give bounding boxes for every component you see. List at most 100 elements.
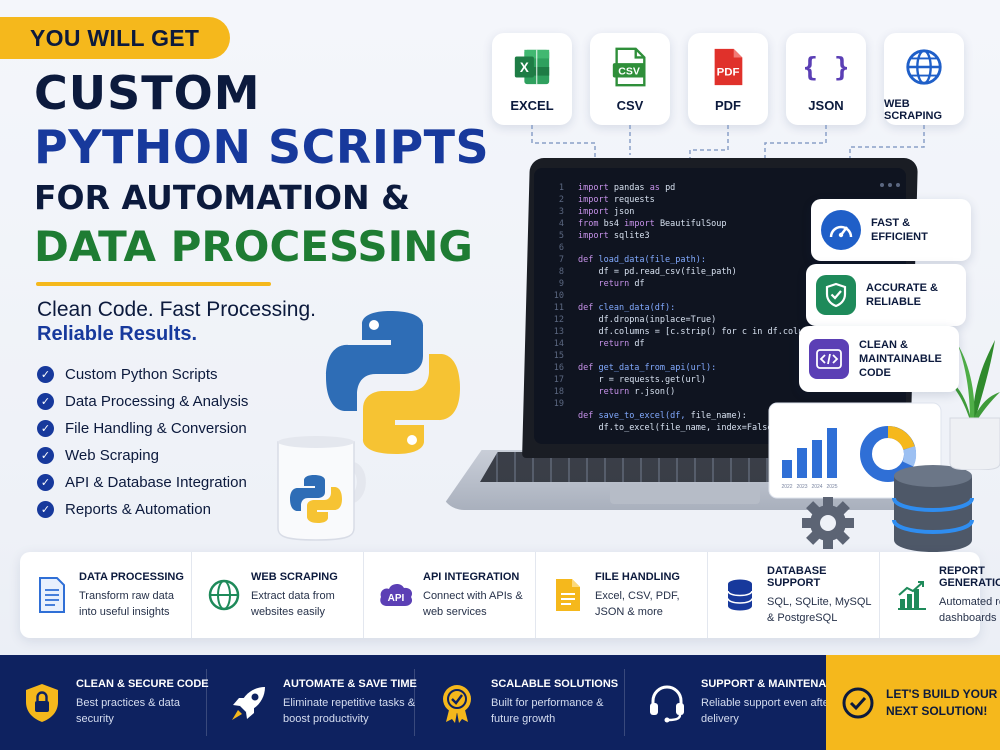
format-label: JSON bbox=[808, 98, 844, 113]
pdf-icon: PDF bbox=[707, 45, 749, 89]
file-icon bbox=[550, 575, 586, 615]
mini-bar bbox=[827, 428, 837, 478]
globe-icon bbox=[903, 45, 945, 89]
line-number: 5 bbox=[558, 231, 564, 241]
code-line: 8 df = pd.read_csv(file_path) bbox=[544, 266, 896, 278]
benefit-card-fast: FAST &EFFICIENT bbox=[811, 199, 971, 261]
subtitle-line-2: Reliable Results. bbox=[37, 323, 198, 345]
plant-icon bbox=[940, 340, 1000, 470]
code-line: 15 bbox=[544, 350, 896, 362]
code-line: 13 df.columns = [c.strip() for c in df.c… bbox=[544, 326, 896, 338]
svg-text:X: X bbox=[520, 60, 529, 75]
format-card-excel: X EXCEL bbox=[492, 33, 572, 125]
line-number: 8 bbox=[558, 267, 564, 277]
code-line: 12 df.dropna(inplace=True) bbox=[544, 314, 896, 326]
line-number: 12 bbox=[553, 315, 564, 325]
header-tag: YOU WILL GET bbox=[0, 17, 230, 59]
code-line: 16 def get_data_from_api(url): bbox=[544, 362, 896, 374]
code-line: def save_to_excel(df, file_name): bbox=[544, 410, 896, 422]
code-text: import pandas as pd bbox=[578, 183, 676, 193]
line-number: 10 bbox=[553, 291, 564, 301]
svg-text:API: API bbox=[388, 593, 405, 604]
feature-item: ✓API & Database Integration bbox=[37, 469, 248, 496]
code-line: 9 return df bbox=[544, 278, 896, 290]
title-line-3: FOR AUTOMATION & bbox=[34, 178, 410, 217]
mini-axis-label: 2022 bbox=[781, 484, 792, 490]
feature-item: ✓Web Scraping bbox=[37, 442, 248, 469]
code-text: return df bbox=[598, 279, 645, 289]
line-number bbox=[544, 422, 564, 434]
check-icon: ✓ bbox=[37, 447, 54, 464]
feature-list: ✓Custom Python Scripts ✓Data Processing … bbox=[37, 361, 248, 523]
code-text: df.columns = [c.strip() for c in df.colu… bbox=[598, 327, 824, 337]
feature-item: ✓Data Processing & Analysis bbox=[37, 388, 248, 415]
document-icon bbox=[34, 575, 70, 615]
code-text: df.dropna(inplace=True) bbox=[598, 315, 717, 325]
globe-icon bbox=[206, 575, 242, 615]
gear-icon bbox=[802, 497, 854, 549]
line-number: 16 bbox=[553, 363, 564, 373]
code-text: return df bbox=[598, 339, 645, 349]
excel-icon: X bbox=[511, 45, 553, 89]
code-text: df = pd.read_csv(file_path) bbox=[598, 267, 737, 277]
code-text: def load_data(file_path): bbox=[578, 255, 706, 265]
line-number: 7 bbox=[558, 255, 564, 265]
line-number: 11 bbox=[553, 303, 564, 313]
title-line-4: DATA PROCESSING bbox=[34, 222, 473, 271]
format-card-json: { } JSON bbox=[786, 33, 866, 125]
line-number: 18 bbox=[553, 387, 564, 397]
shield-icon bbox=[20, 681, 64, 725]
code-text: def clean_data(df): bbox=[578, 303, 676, 313]
line-number: 14 bbox=[553, 339, 564, 349]
mini-bar bbox=[812, 440, 822, 478]
code-line: 17 r = requests.get(url) bbox=[544, 374, 896, 386]
medal-icon bbox=[435, 681, 479, 725]
code-text: import requests bbox=[578, 195, 655, 205]
mini-axis-label: 2025 bbox=[826, 484, 837, 490]
rocket-icon bbox=[227, 681, 271, 725]
format-card-web-scraping: WEB SCRAPING bbox=[884, 33, 964, 125]
title-line-1: CUSTOM bbox=[34, 66, 261, 120]
csv-icon: CSV bbox=[609, 45, 651, 89]
database-icon bbox=[722, 575, 758, 615]
code-line: 14 return df bbox=[544, 338, 896, 350]
code-text: return r.json() bbox=[598, 387, 676, 397]
svg-text:PDF: PDF bbox=[717, 67, 740, 79]
line-number: 3 bbox=[558, 207, 564, 217]
code-text: def get_data_from_api(url): bbox=[578, 363, 717, 373]
check-icon: ✓ bbox=[37, 366, 54, 383]
speedometer-icon bbox=[821, 210, 861, 250]
check-circle-icon bbox=[840, 685, 876, 721]
code-line: 18 return r.json() bbox=[544, 386, 896, 398]
line-number: 4 bbox=[558, 219, 564, 229]
code-line: 19 bbox=[544, 398, 896, 410]
check-icon: ✓ bbox=[37, 420, 54, 437]
mini-bar bbox=[797, 448, 807, 478]
svg-text:{ }: { } bbox=[805, 53, 847, 84]
subtitle-line-1: Clean Code. Fast Processing. bbox=[37, 298, 316, 321]
format-card-pdf: PDF PDF bbox=[688, 33, 768, 125]
line-number: 17 bbox=[553, 375, 564, 385]
feature-item: ✓Reports & Automation bbox=[37, 496, 248, 523]
shield-check-icon bbox=[816, 275, 856, 315]
code-text: df.to_excel(file_name, index=False) bbox=[598, 423, 778, 433]
code-line: 10 bbox=[544, 290, 896, 302]
api-icon: API bbox=[378, 575, 414, 615]
mini-axis-label: 2023 bbox=[796, 484, 807, 490]
check-icon: ✓ bbox=[37, 501, 54, 518]
mini-axis-label: 2024 bbox=[811, 484, 822, 490]
feature-item: ✓Custom Python Scripts bbox=[37, 361, 248, 388]
